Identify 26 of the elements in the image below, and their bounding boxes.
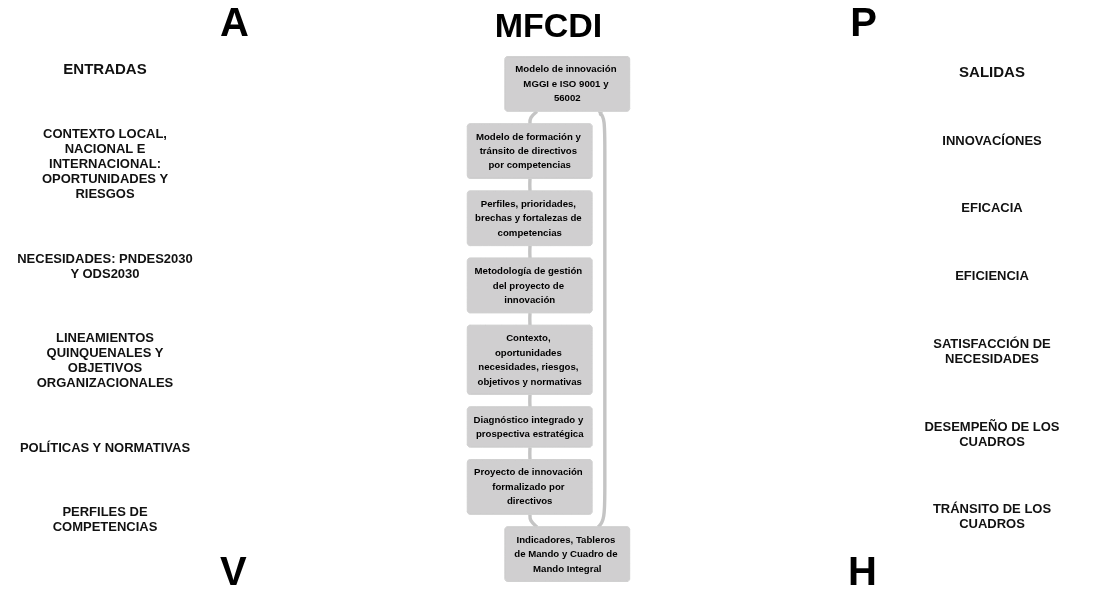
process-box: Proyecto de innovación formalizado por directivos <box>467 459 593 515</box>
quadrant-letter: A <box>220 0 249 45</box>
center-title: MFCDI <box>494 6 603 45</box>
input-item: POLÍTICAS Y NORMATIVAS <box>19 439 191 455</box>
output-item: DESEMPEÑO DE LOS CUADROS <box>923 418 1061 449</box>
process-box: Indicadores, Tableros de Mando y Cuadro de Mando Integral <box>504 526 630 582</box>
process-box: Contexto, oportunidades necesidades, riesgos, objetivos y normativas <box>467 324 593 395</box>
output-item: TRÁNSITO DE LOS CUADROS <box>931 501 1053 532</box>
output-item: SATISFACCIÓN DE NECESIDADES <box>932 335 1052 366</box>
process-box: Perfiles, prioridades, brechas y fortalezas de competencias <box>467 190 593 246</box>
input-item: LINEAMIENTOS QUINQUENALES Y OBJETIVOS ORGANIZACIONALES <box>35 330 175 391</box>
output-item: INNOVACÍONES <box>942 132 1042 148</box>
input-item: NECESIDADES: PNDES2030 Y ODS2030 <box>16 250 194 281</box>
output-item: EFICACIA <box>961 200 1023 216</box>
input-item: CONTEXTO LOCAL, NACIONAL E INTERNACIONAL: OPORTUNIDADES Y RIESGOS <box>40 126 170 202</box>
process-box: Diagnóstico integrado y prospectiva estratégica <box>467 406 593 448</box>
quadrant-letter: P <box>850 0 877 45</box>
output-item: EFICIENCIA <box>955 268 1029 283</box>
process-box: Modelo de formación y tránsito de directivos por competencias <box>467 123 593 179</box>
process-box: Metodología de gestión del proyecto de innovación <box>467 257 593 314</box>
input-item: PERFILES DE COMPETENCIAS <box>51 504 159 535</box>
quadrant-letter: V <box>220 549 247 594</box>
column-heading: SALIDAS <box>959 62 1025 80</box>
quadrant-letter: H <box>848 549 877 594</box>
column-heading: ENTRADAS <box>63 59 147 77</box>
process-box: Modelo de innovación MGGI e ISO 9001 y 56002 <box>504 56 630 112</box>
